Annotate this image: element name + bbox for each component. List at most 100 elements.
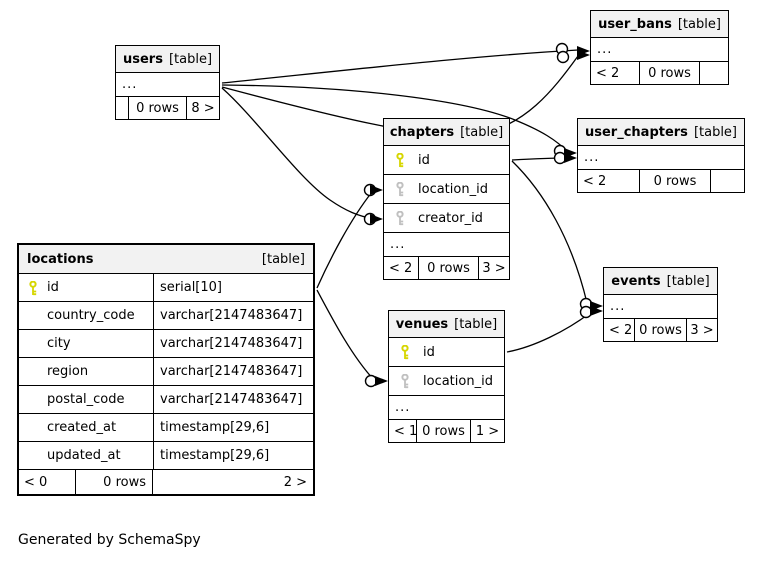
table-name: events	[611, 273, 661, 289]
rows-count: 0 rows	[416, 420, 470, 442]
column-row-id: id	[384, 145, 509, 174]
column-name: city	[47, 336, 71, 351]
generated-by-note: Generated by SchemaSpy	[18, 532, 201, 548]
primary-key-icon	[395, 153, 405, 168]
parents-count: < 2	[389, 260, 413, 276]
parents-count: < 2	[583, 173, 607, 189]
column-name: region	[47, 364, 89, 379]
table-name: user_chapters	[584, 124, 688, 140]
column-row-created-at: created_at timestamp[29,6]	[19, 413, 313, 441]
column-row-postal-code: postal_code varchar[2147483647]	[19, 385, 313, 413]
table-user-bans-header[interactable]: user_bans [table]	[591, 11, 728, 37]
column-type: timestamp[29,6]	[160, 448, 270, 463]
columns-ellipsis: ...	[389, 395, 504, 419]
column-name: country_code	[47, 308, 135, 323]
children-count	[699, 62, 728, 84]
column-row-country-code: country_code varchar[2147483647]	[19, 301, 313, 329]
column-row-updated-at: updated_at timestamp[29,6]	[19, 441, 313, 469]
columns-ellipsis: ...	[591, 37, 728, 61]
column-name: created_at	[47, 420, 117, 435]
table-tag: [table]	[693, 124, 738, 140]
column-type: varchar[2147483647]	[160, 308, 303, 323]
table-tag: [table]	[261, 251, 305, 267]
table-chapters-footer: < 2 0 rows 3 >	[384, 256, 509, 279]
children-count: 1 >	[470, 420, 504, 442]
foreign-key-icon	[395, 182, 405, 197]
table-events-header[interactable]: events [table]	[604, 268, 717, 294]
table-users-header[interactable]: users [table]	[116, 46, 219, 72]
column-name: location_id	[418, 181, 488, 197]
table-user-chapters-footer: < 2 0 rows	[578, 169, 744, 192]
edge-locations-venues-location_id	[316, 289, 388, 388]
table-locations-header[interactable]: locations [table]	[19, 245, 313, 273]
children-count: 3 >	[686, 319, 717, 341]
rows-count: 0 rows	[75, 470, 152, 494]
column-type: varchar[2147483647]	[160, 364, 303, 379]
parents-count	[116, 97, 128, 119]
parents-count: < 2	[609, 322, 633, 338]
column-row-location-id: location_id	[389, 366, 504, 395]
table-users-footer: 0 rows 8 >	[116, 96, 219, 119]
column-name: id	[418, 152, 430, 168]
edge-users-chapters-creator_id	[221, 87, 383, 226]
children-count: 3 >	[478, 257, 509, 279]
children-count: 8 >	[186, 97, 219, 119]
table-venues-header[interactable]: venues [table]	[389, 311, 504, 337]
parents-count: < 0	[24, 474, 48, 490]
table-venues[interactable]: venues [table] id location_id ... < 1 0 …	[388, 310, 505, 443]
column-name: location_id	[423, 373, 493, 389]
foreign-key-icon	[400, 374, 410, 389]
rows-count: 0 rows	[634, 319, 686, 341]
primary-key-icon	[28, 281, 38, 296]
edge-locations-chapters-location_id	[316, 183, 383, 289]
column-name: creator_id	[418, 210, 483, 226]
table-events-footer: < 2 0 rows 3 >	[604, 318, 717, 341]
parents-count: < 2	[596, 65, 620, 81]
column-row-id: id serial[10]	[19, 273, 313, 301]
columns-ellipsis: ...	[384, 232, 509, 256]
table-chapters-header[interactable]: chapters [table]	[384, 119, 509, 145]
edge-chapters-user_chapters	[511, 151, 577, 165]
column-row-location-id: location_id	[384, 174, 509, 203]
children-count	[710, 170, 744, 192]
table-events[interactable]: events [table] ... < 2 0 rows 3 >	[603, 267, 718, 342]
column-name: postal_code	[47, 392, 125, 407]
column-type: timestamp[29,6]	[160, 420, 270, 435]
table-user-bans-footer: < 2 0 rows	[591, 61, 728, 84]
primary-key-icon	[400, 345, 410, 360]
rows-count: 0 rows	[639, 170, 710, 192]
table-venues-footer: < 1 0 rows 1 >	[389, 419, 504, 442]
column-name: id	[423, 344, 435, 360]
table-locations-footer: < 0 0 rows 2 >	[19, 469, 313, 494]
foreign-key-icon	[395, 211, 405, 226]
rows-count: 0 rows	[418, 257, 478, 279]
table-tag: [table]	[666, 273, 710, 289]
table-user-chapters[interactable]: user_chapters [table] ... < 2 0 rows	[577, 118, 745, 193]
column-type: varchar[2147483647]	[160, 392, 303, 407]
table-chapters[interactable]: chapters [table] id location_id creator_…	[383, 118, 510, 280]
table-name: locations	[27, 251, 94, 267]
table-locations[interactable]: locations [table] id serial[10] country_…	[17, 243, 315, 496]
column-row-id: id	[389, 337, 504, 366]
parents-count: < 1	[394, 423, 418, 439]
column-name: updated_at	[47, 448, 121, 463]
children-count: 2 >	[152, 470, 313, 494]
edge-venues-events	[506, 305, 603, 353]
table-user-chapters-header[interactable]: user_chapters [table]	[578, 119, 744, 145]
table-tag: [table]	[454, 316, 498, 332]
table-name: venues	[395, 316, 449, 332]
column-type: varchar[2147483647]	[160, 336, 303, 351]
table-user-bans[interactable]: user_bans [table] ... < 2 0 rows	[590, 10, 729, 85]
table-users[interactable]: users [table] ... 0 rows 8 >	[115, 45, 220, 120]
table-name: user_bans	[598, 16, 672, 32]
table-name: users	[122, 51, 163, 67]
table-tag: [table]	[168, 51, 213, 67]
rows-count: 0 rows	[128, 97, 186, 119]
column-type: serial[10]	[160, 280, 222, 295]
column-row-region: region varchar[2147483647]	[19, 357, 313, 385]
columns-ellipsis: ...	[604, 294, 717, 318]
column-row-creator-id: creator_id	[384, 203, 509, 232]
table-tag: [table]	[677, 16, 721, 32]
rows-count: 0 rows	[639, 62, 699, 84]
